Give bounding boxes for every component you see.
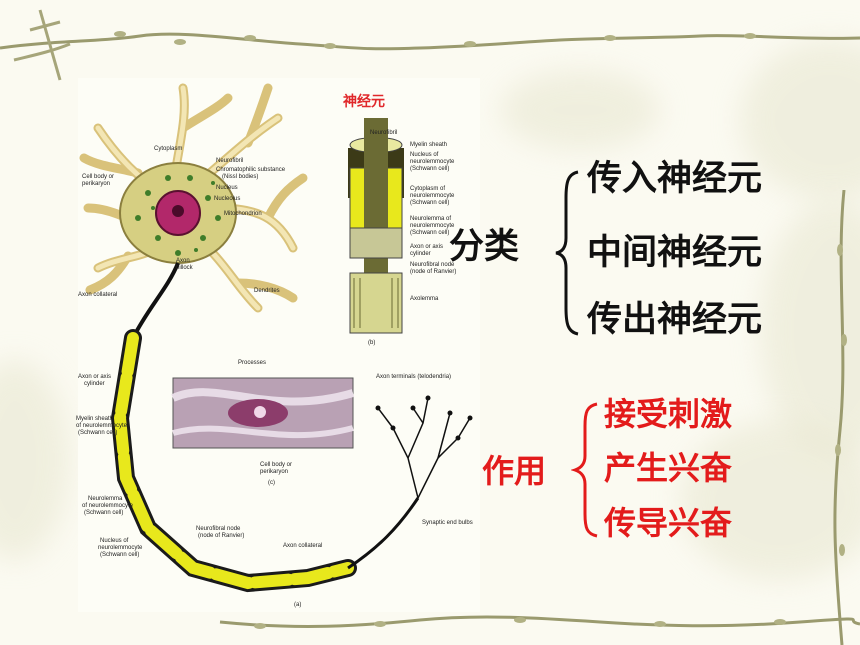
function-item-receive-stimulus: 接受刺激: [604, 395, 733, 433]
label-b-cytoplasm-1: Cytoplasm of: [410, 186, 446, 192]
label-node-1: Neurofibral node: [196, 526, 241, 532]
function-item-produce-excitation: 产生兴奋: [604, 449, 733, 487]
label-neurolemma-1: Neurolemma: [88, 496, 123, 502]
neuron-illustration: [79, 83, 473, 593]
label-nucleolus: Nucleolus: [214, 196, 241, 202]
label-nucleus-nl-2: neurolemmocyte: [98, 545, 143, 551]
label-b-axon-1: Axon or axis: [410, 244, 444, 250]
label-b-cytoplasm-3: (Schwann cell): [410, 200, 450, 206]
bottom-vine-decoration: [219, 615, 860, 629]
label-b-neurolemma-3: (Schwann cell): [410, 230, 450, 236]
label-b-cytoplasm-2: neurolemmocyte: [410, 193, 455, 199]
label-dendrites: Dendrites: [254, 288, 280, 294]
label-b-node-2: (node of Ranvier): [410, 269, 457, 275]
right-vine-decoration: [833, 190, 847, 645]
figure-title: 神经元: [343, 94, 385, 110]
classification-item-inter: 中间神经元: [587, 233, 763, 273]
label-neurolemma-2: of neurolemmocyte: [82, 503, 134, 509]
classification-item-efferent: 传出神经元: [587, 300, 763, 340]
label-b-nucleus-2: neurolemmocyte: [410, 159, 455, 165]
label-cytoplasm: Cytoplasm: [154, 146, 183, 152]
label-tag-b: (b): [368, 340, 376, 346]
label-b-axolemma: Axolemma: [410, 296, 439, 302]
label-neurofibril: Neurofibril: [216, 158, 244, 164]
label-cell-body-c-1: Cell body or: [260, 462, 293, 468]
label-neurolemma-3: (Schwann cell): [84, 510, 124, 516]
function-label: 作用: [482, 452, 547, 490]
label-axon-collateral-top: Axon collateral: [78, 292, 118, 298]
label-axon-terminals: Axon terminals (telodendria): [376, 374, 452, 380]
label-nissl: (Nissl bodies): [222, 174, 259, 180]
label-cell-body-c-2: perikaryon: [260, 469, 289, 475]
label-node-2: (node of Ranvier): [198, 533, 245, 539]
label-myelin-3: (Schwann cell): [78, 430, 118, 436]
label-tag-c: (c): [268, 480, 275, 486]
label-b-axon-2: cylinder: [410, 251, 431, 257]
label-axon-collateral-bottom: Axon collateral: [283, 543, 323, 549]
top-vine-decoration: [0, 9, 860, 81]
function-brace: [571, 402, 598, 538]
classification-label: 分类: [449, 227, 520, 267]
label-chromatophilic: Chromatophilic substance: [216, 167, 286, 173]
label-nucleus-nl-3: (Schwann cell): [100, 552, 140, 558]
label-tag-a: (a): [294, 602, 302, 608]
function-item-conduct-excitation: 传导兴奋: [604, 504, 733, 542]
label-synaptic: Synaptic end bulbs: [422, 520, 473, 526]
label-axon-cylinder-1: Axon or axis: [78, 374, 112, 380]
label-b-neurolemma-1: Neurolemma of: [410, 216, 452, 222]
label-mitochondrion: Mitochondrion: [224, 211, 262, 217]
label-axon-hillock-1: Axon: [176, 258, 190, 264]
label-perikaryon: perikaryon: [82, 181, 111, 187]
label-nucleus-nl-1: Nucleus of: [100, 538, 129, 544]
label-b-nucleus-3: (Schwann cell): [410, 166, 450, 172]
neuron-diagram: Cytoplasm Neurofibril Chromatophilic sub…: [76, 78, 480, 612]
label-myelin-2: of neurolemmocyte: [76, 423, 128, 429]
classification-brace: [555, 170, 579, 336]
label-b-myelin: Myelin sheath: [410, 142, 448, 148]
label-myelin-1: Myelin sheath: [76, 416, 114, 422]
classification-item-afferent: 传入神经元: [587, 159, 763, 199]
label-b-node-1: Neurofibral node: [410, 262, 455, 268]
label-b-neurolemma-2: neurolemmocyte: [410, 223, 455, 229]
label-b-nucleus-1: Nucleus of: [410, 152, 439, 158]
label-processes: Processes: [238, 360, 267, 366]
label-nucleus: Nucleus: [216, 185, 238, 191]
label-b-neurofibril: Neurofibril: [370, 130, 398, 136]
label-cell-body: Cell body or: [82, 174, 115, 180]
label-axon-hillock-2: hillock: [176, 265, 193, 271]
label-axon-cylinder-2: cylinder: [84, 381, 105, 387]
